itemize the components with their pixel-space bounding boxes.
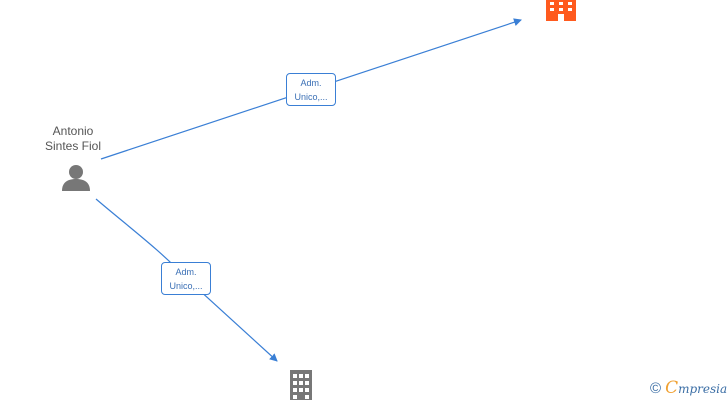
person-name-line1: Antonio: [52, 124, 94, 138]
edge-label-role-detail: Unico,...: [169, 281, 203, 291]
person-name[interactable]: Antonio Sintes Fiol: [33, 124, 113, 154]
edge-label-role-detail: Unico,...: [294, 92, 328, 102]
edge-label-2[interactable]: Adm. Unico,...: [161, 262, 211, 295]
edge-label-role: Adm.: [300, 78, 322, 88]
brand-name: mpresia: [678, 382, 728, 396]
edge-label-1[interactable]: Adm. Unico,...: [286, 73, 336, 106]
edge-label-role: Adm.: [175, 267, 197, 277]
person-name-line2: Sintes Fiol: [44, 139, 102, 153]
brand-initial: C: [665, 378, 679, 398]
person-icon[interactable]: [62, 165, 90, 191]
building-icon[interactable]: [290, 370, 312, 400]
watermark: ©Cmpresia: [650, 378, 727, 398]
copyright-icon: ©: [650, 380, 662, 397]
building-icon[interactable]: [546, 0, 576, 21]
